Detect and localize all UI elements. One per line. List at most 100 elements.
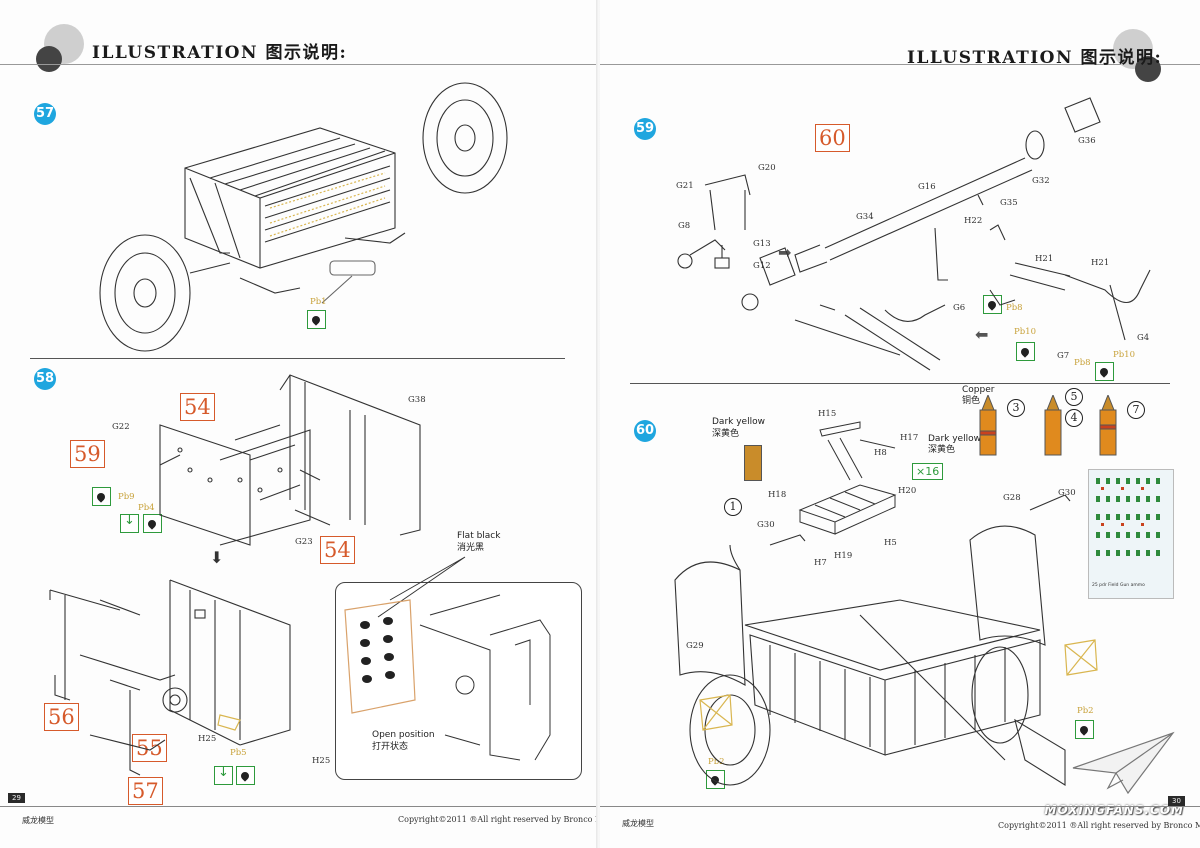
down-arrow-icon	[120, 513, 139, 533]
part-g38: G38	[408, 395, 426, 405]
note-dark-yellow-en-2: Dark yellow	[928, 434, 981, 444]
quantity-x16: ×16	[912, 463, 944, 480]
part-h25-left: H25	[198, 734, 217, 744]
part-h7: H7	[814, 558, 827, 568]
decal-marks	[1096, 478, 1160, 556]
part-g6: G6	[953, 303, 966, 313]
part-g4: G4	[1137, 333, 1150, 343]
part-h18: H18	[768, 490, 787, 500]
part-g35: G35	[1000, 198, 1018, 208]
round-number-4: 4	[1065, 409, 1083, 427]
callout-56: 56	[44, 703, 79, 731]
paint-drop-icon	[92, 487, 111, 506]
part-g23: G23	[295, 537, 313, 547]
paint-drop-icon	[236, 766, 255, 785]
paint-code-pb2-left: Pb2	[708, 757, 725, 767]
footer-copyright-left: Copyright©2011 ®All right reserved by Br…	[398, 815, 598, 824]
paint-drop-icon	[706, 770, 725, 789]
part-h17: H17	[900, 433, 919, 443]
callout-54-top: 54	[180, 393, 215, 421]
paint-code-pb8-b: Pb8	[1074, 358, 1091, 368]
inset-open-position-cn: 打开状态	[372, 742, 409, 752]
round-number-5: 5	[1065, 388, 1083, 406]
round-number-1: 1	[724, 498, 742, 516]
paint-code-pb10-b: Pb10	[1113, 350, 1135, 360]
paint-drop-icon	[1095, 362, 1114, 381]
part-h15: H15	[818, 409, 837, 419]
step-60-badge: 60	[634, 420, 656, 442]
callout-60: 60	[815, 124, 850, 152]
part-g12: G12	[753, 261, 771, 271]
part-g21: G21	[676, 181, 694, 191]
note-copper-en: Copper	[962, 385, 995, 395]
paint-drop-icon	[1075, 720, 1094, 739]
left-page: ILLUSTRATION 图示说明: 57 Pb1 5	[0, 0, 598, 848]
paint-code-pb10-a: Pb10	[1014, 327, 1036, 337]
paint-code-pb1: Pb1	[310, 297, 327, 307]
part-h8: H8	[874, 448, 887, 458]
part-h19: H19	[834, 551, 853, 561]
part-h25-right: H25	[312, 756, 331, 766]
step-58-bottom-drawing	[49, 579, 291, 776]
note-dark-yellow-cn-2: 深黄色	[928, 445, 956, 455]
page-number-right: 30	[1168, 796, 1185, 806]
note-dark-yellow-en-1: Dark yellow	[712, 417, 765, 427]
shells-drawing	[979, 395, 1117, 456]
left-arrow-icon: ⬅	[975, 325, 989, 344]
ammo-box-icon	[744, 445, 762, 481]
step-57-drawing	[99, 82, 508, 352]
part-h20: H20	[898, 486, 917, 496]
paint-drop-icon	[143, 514, 162, 533]
inset-open-position-en: Open position	[372, 730, 435, 740]
part-g8: G8	[678, 221, 691, 231]
part-h22: H22	[964, 216, 983, 226]
step-59-badge: 59	[634, 118, 656, 140]
inset-flat-black-cn: 消光黑	[457, 543, 485, 553]
step-58-top-drawing	[159, 374, 421, 546]
footer-copyright-right: Copyright©2011 ®All right reserved by Br…	[998, 821, 1200, 830]
paint-code-pb9: Pb9	[118, 492, 135, 502]
inset-flat-black-en: Flat black	[457, 531, 501, 541]
ammo-tray-drawing	[798, 421, 897, 535]
part-g36: G36	[1078, 136, 1096, 146]
decal-caption: 25 pdr Field Gun ammo	[1092, 583, 1145, 588]
note-copper-cn: 铜色	[962, 396, 981, 406]
part-h21-right: H21	[1091, 258, 1110, 268]
round-number-3: 3	[1007, 399, 1025, 417]
callout-55: 55	[132, 734, 167, 762]
part-g29: G29	[686, 641, 704, 651]
part-g7: G7	[1057, 351, 1070, 361]
part-g13: G13	[753, 239, 771, 249]
part-g16: G16	[918, 182, 936, 192]
down-arrow-icon: ⬇	[210, 548, 224, 567]
part-h5: H5	[884, 538, 897, 548]
header-dark-circle-icon	[1135, 56, 1161, 82]
inset-drawing	[344, 556, 551, 761]
part-g28: G28	[1003, 493, 1021, 503]
part-g20: G20	[758, 163, 776, 173]
part-g34: G34	[856, 212, 874, 222]
paint-code-pb8-a: Pb8	[1006, 303, 1023, 313]
paint-code-pb2-right: Pb2	[1077, 706, 1094, 716]
part-g22: G22	[112, 422, 130, 432]
page-title-left: ILLUSTRATION 图示说明:	[92, 43, 348, 63]
paper-plane-logo-icon	[1072, 731, 1175, 795]
callout-54-bottom: 54	[320, 536, 355, 564]
paint-drop-icon	[1016, 342, 1035, 361]
callout-59: 59	[70, 440, 105, 468]
footer-brand-left: 威龙模型	[22, 816, 54, 825]
book-spine	[596, 0, 602, 848]
page-number-left: 29	[8, 793, 25, 803]
footer-brand-right: 威龙模型	[622, 819, 654, 828]
page-title-right: ILLUSTRATION 图示说明:	[907, 48, 1163, 68]
step-58-badge: 58	[34, 368, 56, 390]
callout-57: 57	[128, 777, 163, 805]
step-60-drawing	[674, 495, 1098, 786]
part-h21-left: H21	[1035, 254, 1054, 264]
paint-drop-icon	[307, 310, 326, 329]
step-57-badge: 57	[34, 103, 56, 125]
step-59-drawing	[677, 97, 1151, 371]
paint-code-pb4: Pb4	[138, 503, 155, 513]
header-dark-circle-icon	[36, 46, 62, 72]
part-g30-right: G30	[1058, 488, 1076, 498]
